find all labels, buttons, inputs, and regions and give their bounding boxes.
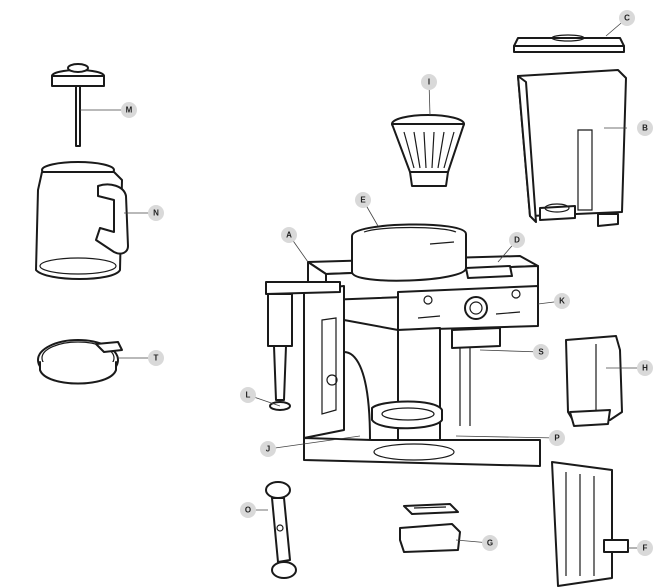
label-n: N <box>148 205 164 221</box>
svg-text:C: C <box>624 14 630 23</box>
part-h-frother-cup <box>565 335 623 427</box>
label-l: L <box>240 387 256 403</box>
svg-text:H: H <box>642 364 648 373</box>
part-m-carafe-lid <box>51 63 105 147</box>
label-k: K <box>554 293 570 309</box>
svg-text:A: A <box>286 231 292 240</box>
part-o-measuring-scoop <box>265 481 297 579</box>
label-f: F <box>637 540 653 556</box>
svg-text:F: F <box>643 544 648 553</box>
label-c: C <box>619 10 635 26</box>
svg-text:S: S <box>538 348 544 357</box>
label-t: T <box>148 350 164 366</box>
part-f-side-panel <box>551 461 629 587</box>
label-p: P <box>549 430 565 446</box>
svg-text:M: M <box>126 106 133 115</box>
label-o: O <box>240 502 256 518</box>
label-h: H <box>637 360 653 376</box>
svg-text:P: P <box>554 434 560 443</box>
svg-text:K: K <box>559 297 565 306</box>
svg-text:E: E <box>360 196 366 205</box>
main-coffee-machine <box>265 223 541 467</box>
label-d: D <box>509 232 525 248</box>
svg-text:T: T <box>154 354 159 363</box>
part-l-frother-wand <box>265 281 341 295</box>
label-b: B <box>637 120 653 136</box>
part-e-brew-head <box>351 223 467 282</box>
part-n-carafe <box>35 161 129 280</box>
label-m: M <box>121 102 137 118</box>
label-s: S <box>533 344 549 360</box>
part-c-reservoir-lid <box>513 34 625 53</box>
svg-text:L: L <box>246 391 251 400</box>
svg-text:B: B <box>642 124 648 133</box>
svg-text:D: D <box>514 236 520 245</box>
label-e: E <box>355 192 371 208</box>
part-g-filter-tray <box>399 503 461 553</box>
label-j: J <box>260 441 276 457</box>
part-s-drip-nozzle <box>451 327 501 349</box>
svg-text:N: N <box>153 209 159 218</box>
label-a: A <box>281 227 297 243</box>
part-d-top-control <box>465 265 513 279</box>
svg-text:G: G <box>487 539 493 548</box>
svg-text:I: I <box>428 78 430 87</box>
svg-text:O: O <box>245 506 251 515</box>
part-t-base-ring <box>37 339 123 385</box>
label-i: I <box>421 74 437 90</box>
label-g: G <box>482 535 498 551</box>
svg-text:J: J <box>266 445 270 454</box>
part-b-water-reservoir <box>517 69 627 227</box>
part-i-brew-basket <box>391 114 465 187</box>
